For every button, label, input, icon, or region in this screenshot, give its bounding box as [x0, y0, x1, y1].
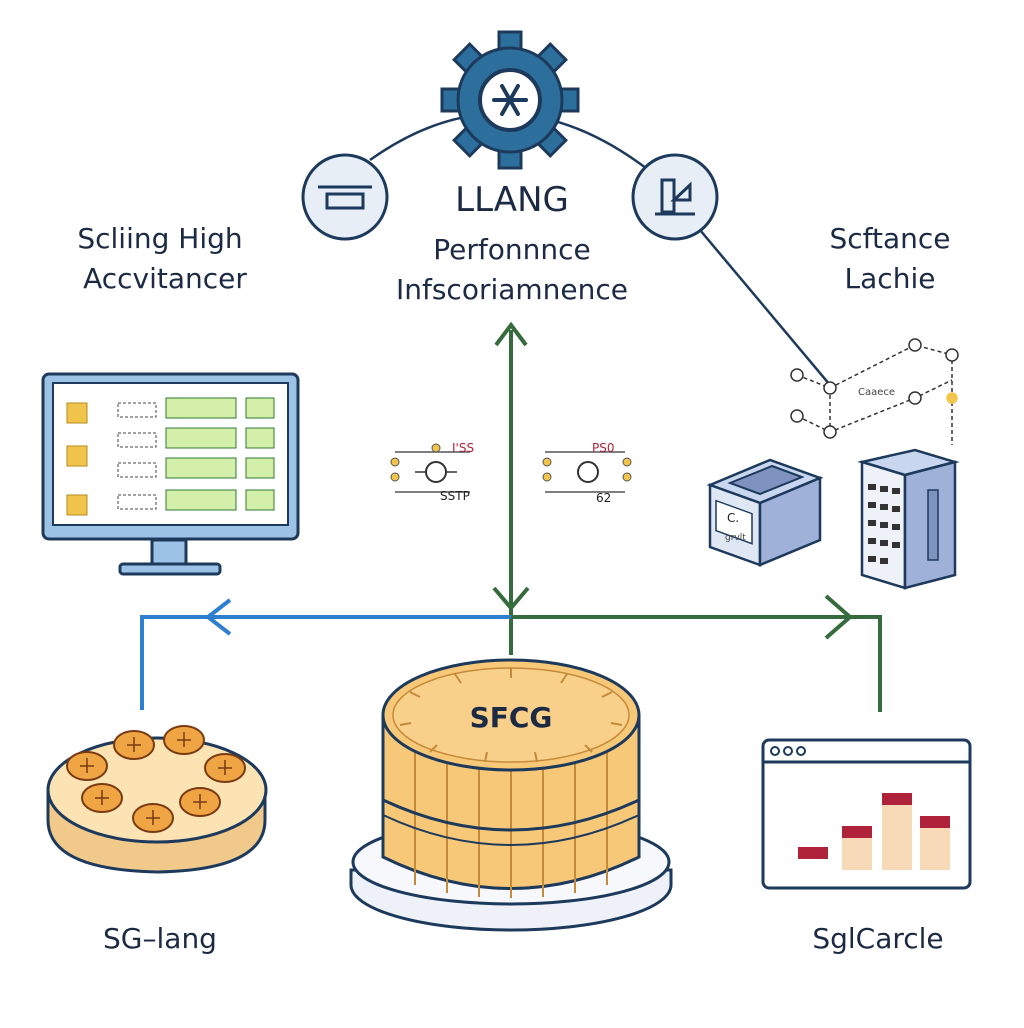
bottom-left-label: SG–lang [103, 922, 217, 955]
circuit-icon-right: PS0 62 [542, 441, 632, 505]
page-title: LLANG [455, 180, 569, 220]
graph-caption: Caaece [858, 387, 895, 398]
right-heading-line1: Scftance [829, 222, 951, 255]
right-heading-line2: Lachie [844, 262, 936, 295]
green-branch-line [511, 615, 882, 712]
monitor-rows [66, 397, 275, 516]
monitor-icon [41, 372, 300, 576]
subtitle-line1: Perfonnnce [433, 233, 591, 266]
right-circuit-bottom-text: 62 [596, 491, 611, 505]
server-icon-left: C. grvlt [706, 458, 824, 567]
subtitle-line2: Infscoriamnence [395, 273, 629, 306]
right-circuit-top-text: PS0 [592, 441, 615, 455]
storage-icon [301, 153, 389, 241]
center-node-label: SFCG [470, 701, 553, 734]
document-icon [631, 153, 719, 241]
right-arrowhead [824, 594, 854, 640]
left-arrowhead [204, 598, 232, 636]
server-icon-right [857, 448, 960, 590]
down-arrowhead [492, 586, 530, 612]
bottom-right-label: SglCarcle [812, 922, 944, 955]
cheese-board-icon [46, 725, 268, 874]
left-circuit-top-text: I'SS [452, 441, 474, 455]
circuit-icon-left: I'SS SSTP [390, 441, 474, 503]
cylinder-database-icon: SFCG [349, 658, 673, 932]
server-front-sub: grvlt [725, 533, 746, 543]
browser-chart-icon [761, 738, 972, 890]
server-front-text: C. [727, 511, 739, 525]
left-heading-line2: Accvitancer [83, 262, 247, 295]
left-heading-line1: Scliing High [77, 222, 243, 255]
blue-branch-line [140, 615, 511, 710]
right-connector [699, 229, 831, 386]
up-arrowhead [494, 321, 528, 347]
graph-icon: Caaece [790, 338, 959, 445]
left-circuit-bottom-text: SSTP [440, 489, 470, 503]
gear-icon [440, 30, 580, 170]
